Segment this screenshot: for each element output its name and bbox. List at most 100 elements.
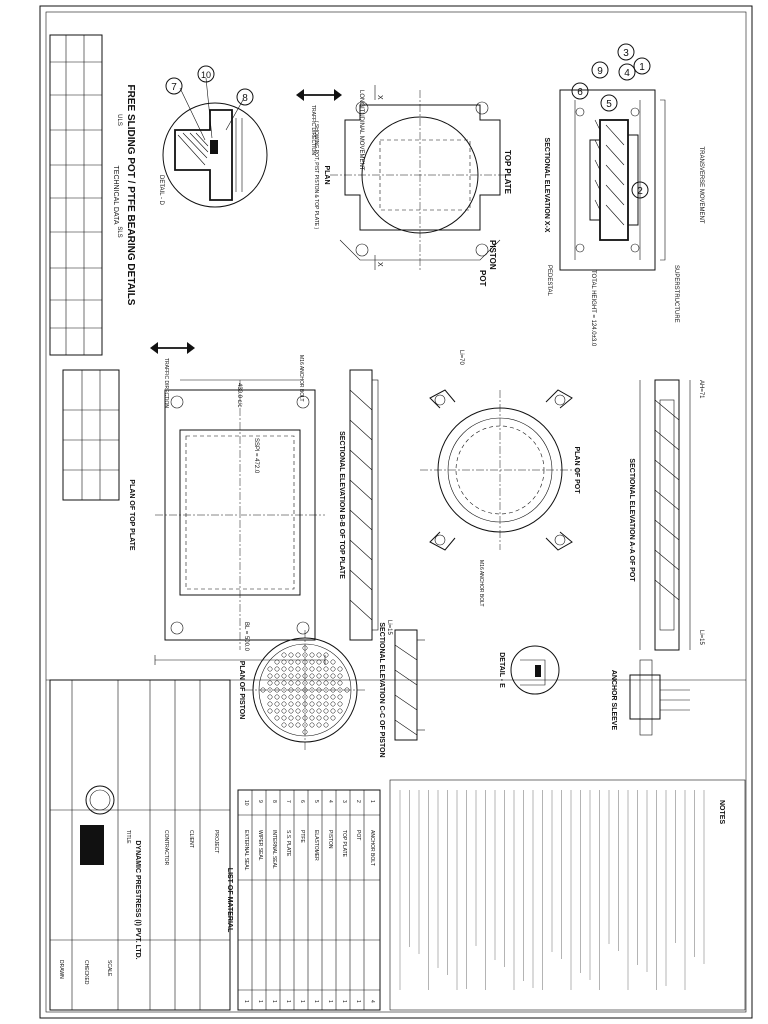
piston-dimple <box>274 673 280 679</box>
piston-dimple <box>281 701 287 707</box>
piston-dimple <box>274 701 280 707</box>
piston-dimple <box>330 694 336 700</box>
piston-dimple <box>267 694 273 700</box>
material-no: 1 <box>369 800 375 803</box>
piston-dimple <box>316 680 322 686</box>
material-description: S.S. PLATE <box>285 830 291 857</box>
piston-dimple <box>337 694 343 700</box>
label-top-plate: TOP PLATE <box>503 150 512 195</box>
sectional-aa-title: SECTIONAL ELEVATION A-A OF POT <box>628 458 635 582</box>
detail-e-view <box>510 645 560 695</box>
svg-text:6: 6 <box>577 87 583 98</box>
sectional-cc-title: SECTIONAL ELEVATION C-C OF PISTON <box>378 622 385 757</box>
piston-dimple <box>274 659 280 665</box>
piston-dimple <box>281 652 287 658</box>
piston-dimple <box>323 701 329 707</box>
project-label: PROJECT <box>213 830 219 853</box>
sectional-aa-view <box>639 379 691 651</box>
piston-dimple <box>323 666 329 672</box>
plan-of-top-plate-title: PLAN OF TOP PLATE <box>128 479 135 551</box>
piston-dimple <box>288 666 294 672</box>
label-sspl: SSPl = 472.0 <box>253 438 259 474</box>
piston-dimple <box>281 659 287 665</box>
piston-dimple <box>316 652 322 658</box>
piston-dimple <box>295 708 301 714</box>
piston-dimple <box>302 722 308 728</box>
material-description: ANCHOR BOLT <box>369 830 375 866</box>
technical-data-table <box>49 34 103 356</box>
callout-4 <box>618 63 636 81</box>
piston-dimple <box>330 659 336 665</box>
piston-dimple <box>274 694 280 700</box>
piston-dimple <box>309 666 315 672</box>
material-description: WIPER SEAL <box>257 830 263 861</box>
piston-dimple <box>267 666 273 672</box>
title-block <box>49 679 231 1011</box>
label-pedestal: PEDESTAL <box>546 265 552 297</box>
callout-10 <box>197 65 215 83</box>
svg-text:7: 7 <box>171 82 177 93</box>
svg-text:1: 1 <box>639 62 645 73</box>
piston-dimple <box>295 687 301 693</box>
piston-dimple <box>281 694 287 700</box>
material-qty: 1 <box>285 1000 291 1003</box>
detail-e-title: DETAIL - E <box>498 652 505 688</box>
piston-dimple <box>288 708 294 714</box>
anchor-sleeve-view <box>629 659 690 736</box>
callout-6 <box>571 82 589 100</box>
piston-dimple <box>267 680 273 686</box>
sectional-bb-title: SECTIONAL ELEVATION B-B OF TOP PLATE <box>338 431 345 579</box>
svg-text:9: 9 <box>597 66 603 77</box>
scale-label: SCALE <box>106 960 112 977</box>
svg-text:5: 5 <box>606 99 612 110</box>
piston-dimple <box>267 708 273 714</box>
piston-dimple <box>295 666 301 672</box>
contractor-label: CONTRACTOR <box>163 830 169 866</box>
plan-of-pot-title: PLAN OF POT <box>573 446 580 494</box>
notes-heading: NOTES <box>718 800 725 824</box>
label-piston: PISTON <box>488 240 497 270</box>
client-label: CLIENT <box>188 830 194 848</box>
label-anchor-bolt-top: M16 ANCHOR BOLT <box>298 355 304 402</box>
piston-dimple <box>309 722 315 728</box>
label-pot: POT <box>478 270 487 287</box>
plan-of-pot-view <box>420 389 580 551</box>
sheet-inner-border <box>45 11 747 1013</box>
svg-text:10: 10 <box>201 70 211 80</box>
callout-9 <box>591 61 609 79</box>
notes-block <box>389 779 746 1011</box>
detail-d-label: DETAIL - D <box>158 175 164 206</box>
piston-dimple <box>323 652 329 658</box>
piston-dimple <box>316 659 322 665</box>
sectional-xx-view: 1 3 4 9 5 6 2 <box>559 43 666 271</box>
piston-dimple <box>337 680 343 686</box>
piston-dimple <box>309 701 315 707</box>
material-description: POT <box>355 830 361 840</box>
piston-dimple <box>274 666 280 672</box>
piston-dimple <box>267 701 273 707</box>
piston-dimple <box>316 666 322 672</box>
material-no: 10 <box>243 800 249 806</box>
material-no: 7 <box>285 800 291 803</box>
material-no: 8 <box>271 800 277 803</box>
material-description: EXTERNAL SEAL <box>243 830 249 871</box>
piston-dimple <box>288 652 294 658</box>
callout-5 <box>600 94 618 112</box>
sectional-bb-view <box>349 369 379 641</box>
piston-dimple <box>302 652 308 658</box>
piston-dimple <box>288 673 294 679</box>
material-no: 5 <box>313 800 319 803</box>
tech-sls-label: SLS <box>116 226 122 237</box>
piston-dimple <box>309 652 315 658</box>
label-transverse-movement: TRANSVERSE MOVEMENT <box>698 146 704 223</box>
traffic-arrow-middle <box>150 342 195 354</box>
label-li-70-pot: Li=70 <box>458 350 464 366</box>
sectional-cc-view <box>394 629 425 741</box>
label-superstructure: SUPERSTRUCTURE <box>673 265 679 323</box>
piston-dimple <box>337 708 343 714</box>
piston-dimple <box>330 680 336 686</box>
piston-dimple <box>309 659 315 665</box>
piston-dimple <box>281 687 287 693</box>
material-qty: 1 <box>299 1000 305 1003</box>
drawn-label: DRAWN <box>58 960 64 979</box>
